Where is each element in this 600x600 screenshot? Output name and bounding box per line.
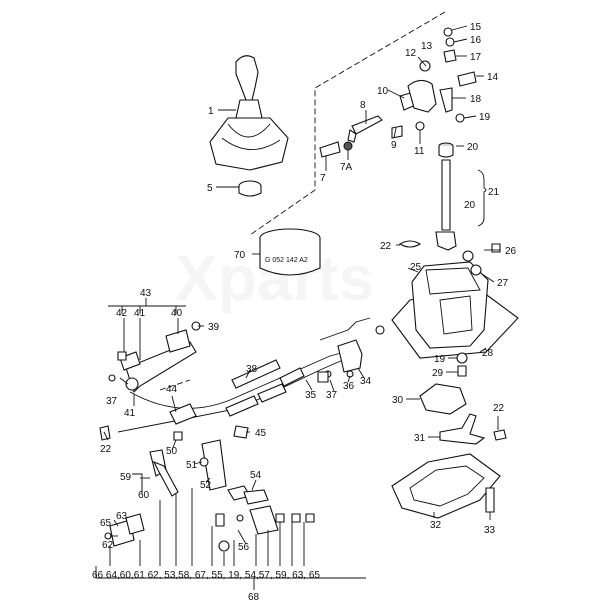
lower-linkage <box>99 403 315 552</box>
label-8: 8 <box>360 100 366 111</box>
label-22-upper: 22 <box>380 241 392 252</box>
label-68: 68 <box>248 592 260 600</box>
label-11: 11 <box>414 146 425 157</box>
frame-dashed-line <box>249 11 446 236</box>
label-30: 30 <box>392 395 404 406</box>
label-29: 29 <box>432 368 444 379</box>
label-33: 33 <box>484 525 496 536</box>
label-56: 56 <box>238 542 250 553</box>
label-17: 17 <box>470 52 482 63</box>
label-13: 13 <box>421 41 433 52</box>
label-35: 35 <box>305 390 317 401</box>
part-number-labels: 1 5 7 7A 8 9 10 11 12 13 14 15 16 17 18 … <box>92 22 517 600</box>
label-42: 42 <box>116 308 128 319</box>
upper-shift-assembly <box>319 27 477 158</box>
label-22-right: 22 <box>493 403 505 414</box>
label-51: 51 <box>186 460 198 471</box>
shift-housing <box>391 250 519 359</box>
label-44: 44 <box>166 384 178 395</box>
label-15: 15 <box>470 22 482 33</box>
label-45: 45 <box>255 428 267 439</box>
label-59: 59 <box>120 472 132 483</box>
label-10: 10 <box>377 86 389 97</box>
label-62: 62 <box>102 540 114 551</box>
label-32: 32 <box>430 520 442 531</box>
label-22-left: 22 <box>100 444 112 455</box>
bottom-label-row: 66 64,60,61 62, 53,58, 67, 55, 19, 54,57… <box>92 570 320 581</box>
label-70: 70 <box>234 250 246 261</box>
label-39: 39 <box>208 322 220 333</box>
washer-22-upper <box>398 240 422 248</box>
label-7a: 7A <box>340 162 353 173</box>
label-41-bottom: 41 <box>124 408 136 419</box>
label-40: 40 <box>171 308 183 319</box>
label-43: 43 <box>140 288 152 299</box>
label-36: 36 <box>343 381 355 392</box>
label-5: 5 <box>207 183 213 194</box>
label-7: 7 <box>320 173 326 184</box>
gear-knob-and-boot <box>209 55 289 197</box>
label-9: 9 <box>391 140 397 151</box>
shift-rod <box>435 142 487 251</box>
label-41-top: 41 <box>134 308 146 319</box>
label-14: 14 <box>487 72 499 83</box>
label-25: 25 <box>410 262 422 273</box>
label-19-upper: 19 <box>479 112 491 123</box>
label-26: 26 <box>505 246 517 257</box>
label-20-upper: 20 <box>467 142 479 153</box>
label-18: 18 <box>470 94 482 105</box>
bolt-26 <box>491 243 501 253</box>
label-50: 50 <box>166 446 178 457</box>
label-52: 52 <box>200 480 212 491</box>
selector-parts <box>419 352 507 445</box>
label-54: 54 <box>250 470 262 481</box>
label-21: 21 <box>488 187 500 198</box>
leader-lines <box>95 25 500 590</box>
gasket-plate <box>391 453 501 519</box>
shift-cables <box>117 317 385 433</box>
label-28: 28 <box>482 348 494 359</box>
cable-end-components <box>317 339 363 383</box>
label-1: 1 <box>208 106 214 117</box>
label-19-lower: 19 <box>434 354 446 365</box>
part-stamp: G 052 142 A2 <box>265 257 308 264</box>
label-12: 12 <box>405 48 417 59</box>
label-20-lower: 20 <box>464 200 476 211</box>
label-60: 60 <box>138 490 150 501</box>
sleeve-part-70: G 052 142 A2 <box>259 228 321 276</box>
label-34: 34 <box>360 376 372 387</box>
label-65: 65 <box>100 518 112 529</box>
label-27: 27 <box>497 278 509 289</box>
label-31: 31 <box>414 433 426 444</box>
bracket-assembly <box>108 321 201 394</box>
label-16: 16 <box>470 35 482 46</box>
label-37-right: 37 <box>326 390 338 401</box>
label-37-left: 37 <box>106 396 118 407</box>
label-38: 38 <box>246 364 258 375</box>
label-63: 63 <box>116 511 128 522</box>
